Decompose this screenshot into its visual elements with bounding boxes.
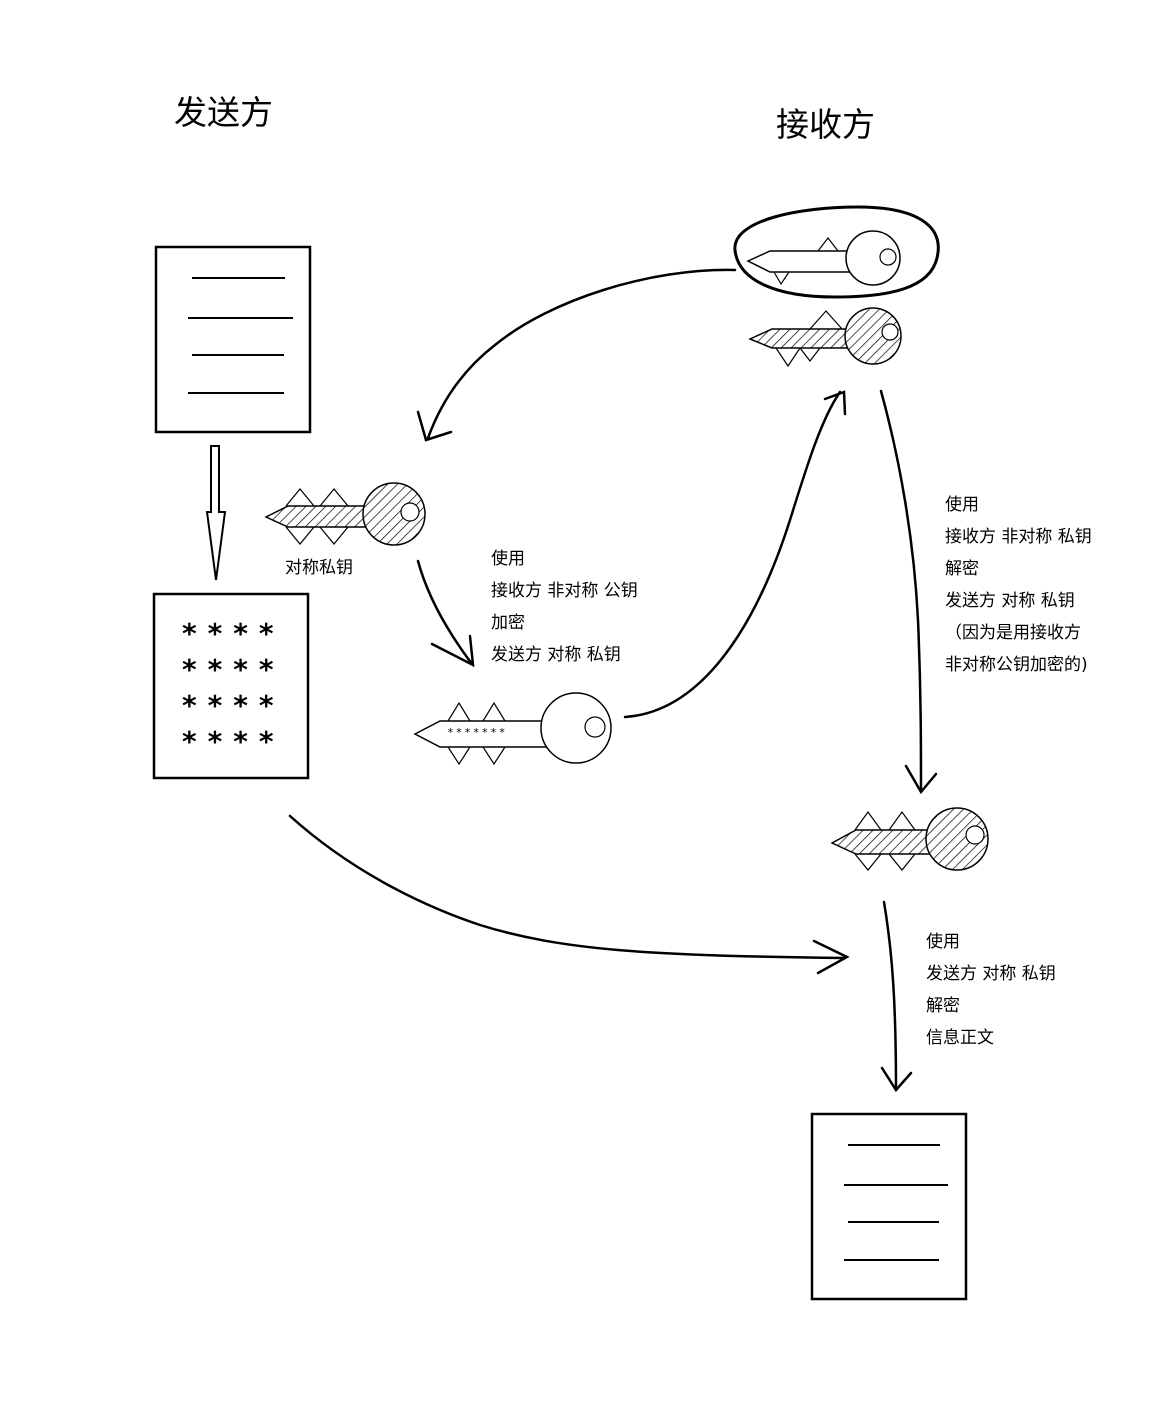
plaintext-document-receiver — [810, 1112, 968, 1301]
encrypt-key-step-line: 发送方 对称 私钥 — [491, 645, 621, 665]
ciphertext-content: **** **** **** **** — [182, 616, 285, 760]
encrypt-key-step-line: 加密 — [491, 613, 525, 633]
decrypted-symmetric-key-icon — [830, 807, 989, 871]
ciphertext-document — [152, 592, 310, 780]
encrypted-key-marks: ******* — [447, 726, 508, 739]
decrypt-message-arrow — [880, 900, 913, 1093]
decrypt-message-step: 使用 发送方 对称 私钥 解密 信息正文 — [926, 926, 1056, 1054]
decrypt-key-step-line: 接收方 非对称 私钥 — [945, 527, 1092, 547]
encrypt-key-arrow — [416, 559, 475, 668]
receiver-private-key-icon — [748, 307, 902, 368]
decrypt-key-step-line: 使用 — [945, 495, 979, 515]
decrypt-key-step: 使用 接收方 非对称 私钥 解密 发送方 对称 私钥 （因为是用接收方 非对称公… — [945, 489, 1092, 681]
encrypt-key-step-line: 接收方 非对称 公钥 — [491, 581, 638, 601]
sender-title: 发送方 — [174, 93, 273, 132]
ciphertext-row: **** — [182, 689, 285, 722]
send-ciphertext-arrow — [288, 814, 850, 975]
encrypted-symmetric-key-icon — [413, 692, 612, 766]
encrypt-key-step: 使用 接收方 非对称 公钥 加密 发送方 对称 私钥 — [491, 543, 638, 671]
encrypt-arrow — [205, 445, 227, 581]
ciphertext-row: **** — [182, 725, 285, 758]
encrypt-key-step-line: 使用 — [491, 549, 525, 569]
ciphertext-row: **** — [182, 653, 285, 686]
decrypt-message-step-line: 解密 — [926, 996, 960, 1016]
decrypt-key-step-line: 非对称公钥加密的) — [945, 655, 1088, 675]
decrypt-message-step-line: 信息正文 — [926, 1028, 994, 1048]
public-key-transfer-arrow — [416, 268, 737, 442]
decrypt-key-step-line: 解密 — [945, 559, 979, 579]
plaintext-document-sender — [154, 245, 312, 434]
sender-symmetric-key-icon — [264, 482, 426, 546]
receiver-public-key-icon — [733, 205, 940, 299]
decrypt-key-step-line: 发送方 对称 私钥 — [945, 591, 1075, 611]
decrypt-message-step-line: 发送方 对称 私钥 — [926, 964, 1056, 984]
ciphertext-row: **** — [182, 617, 285, 650]
send-encrypted-key-arrow — [623, 390, 847, 719]
decrypt-key-step-line: （因为是用接收方 — [945, 623, 1081, 643]
decrypt-message-step-line: 使用 — [926, 932, 960, 952]
decrypt-key-arrow — [879, 389, 938, 795]
symmetric-key-label: 对称私钥 — [285, 558, 353, 578]
receiver-title: 接收方 — [776, 105, 875, 144]
